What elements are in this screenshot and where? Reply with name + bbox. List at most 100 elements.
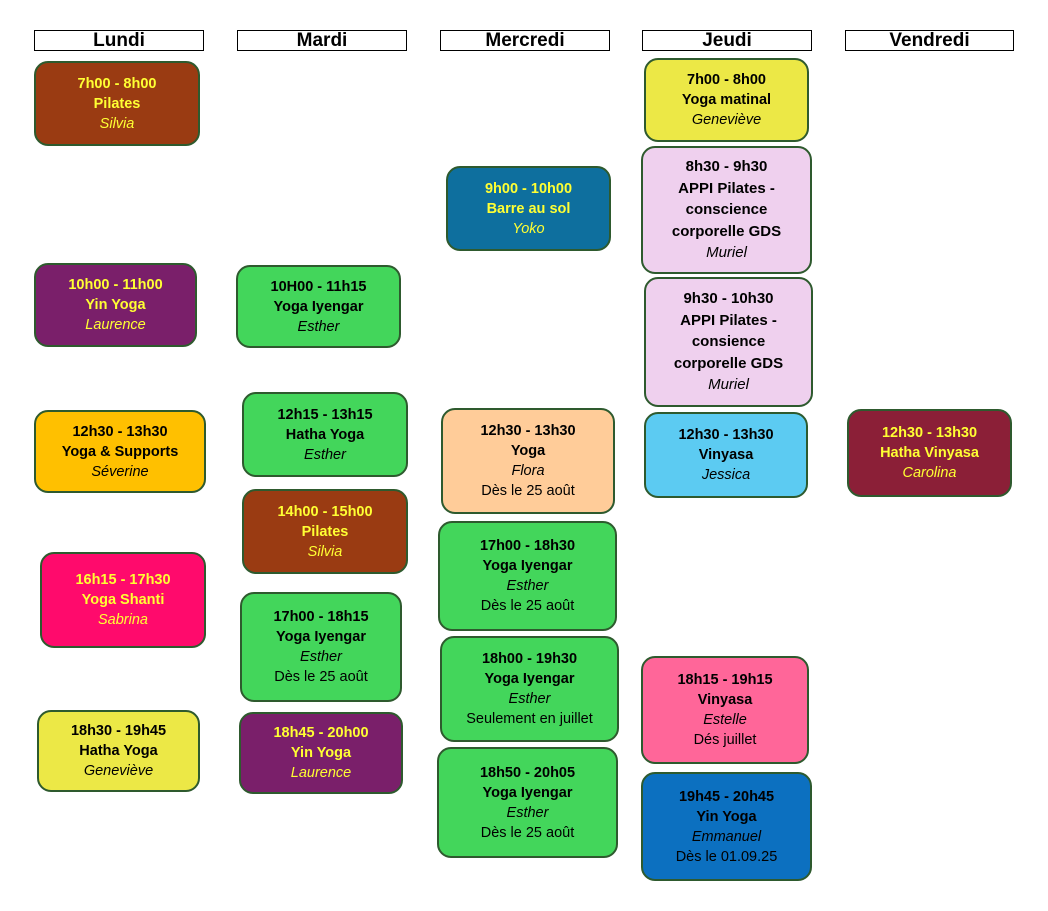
class-time: 12h30 - 13h30 bbox=[480, 423, 576, 439]
class-name: Yoga Iyengar bbox=[484, 671, 575, 687]
class-name: Yoga & Supports bbox=[61, 443, 179, 460]
class-teacher: Yoko bbox=[512, 220, 545, 237]
class-note: Dès le 01.09.25 bbox=[675, 848, 778, 865]
class-card-mercredi-yoga-iyengar-1[interactable]: 17h00 - 18h30 Yoga Iyengar Esther Dès le… bbox=[438, 521, 617, 631]
class-card-jeudi-appi-pilates-1[interactable]: 8h30 - 9h30 APPI Pilates - conscience co… bbox=[641, 146, 812, 274]
class-teacher: Carolina bbox=[902, 465, 957, 481]
class-name: Yoga Iyengar bbox=[482, 784, 573, 801]
class-card-mercredi-yoga-iyengar-2[interactable]: 18h00 - 19h30 Yoga Iyengar Esther Seulem… bbox=[440, 636, 619, 742]
class-note: Seulement en juillet bbox=[466, 711, 593, 727]
class-time: 8h30 - 9h30 bbox=[685, 158, 768, 176]
class-card-mercredi-yoga[interactable]: 12h30 - 13h30 Yoga Flora Dès le 25 août bbox=[441, 408, 615, 514]
class-teacher: Silvia bbox=[99, 115, 135, 132]
class-name-line: corporelle GDS bbox=[671, 222, 782, 240]
class-name: Pilates bbox=[93, 95, 141, 112]
class-teacher: Sabrina bbox=[98, 612, 148, 628]
class-time: 17h00 - 18h30 bbox=[479, 538, 576, 554]
class-card-lundi-yin-yoga[interactable]: 10h00 - 11h00 Yin Yoga Laurence bbox=[34, 263, 197, 347]
class-card-jeudi-vinyasa[interactable]: 12h30 - 13h30 Vinyasa Jessica bbox=[644, 412, 808, 498]
class-teacher: Flora bbox=[511, 463, 545, 479]
class-card-mardi-yoga-iyengar[interactable]: 10H00 - 11h15 Yoga Iyengar Esther bbox=[236, 265, 401, 348]
class-time: 12h30 - 13h30 bbox=[678, 427, 774, 443]
class-card-jeudi-appi-pilates-2[interactable]: 9h30 - 10h30 APPI Pilates - consience co… bbox=[644, 277, 813, 407]
class-time: 7h00 - 8h00 bbox=[687, 72, 766, 88]
class-teacher: Laurence bbox=[290, 765, 352, 781]
class-name: Yin Yoga bbox=[290, 745, 352, 761]
class-name: Yoga Shanti bbox=[81, 592, 165, 608]
class-card-lundi-pilates[interactable]: 7h00 - 8h00 Pilates Silvia bbox=[34, 61, 200, 146]
class-teacher: Esther bbox=[304, 446, 346, 463]
day-header-mercredi: Mercredi bbox=[440, 30, 610, 51]
class-time: 19h45 - 20h45 bbox=[678, 788, 775, 805]
class-time: 12h30 - 13h30 bbox=[881, 425, 978, 441]
class-name: Hatha Vinyasa bbox=[880, 445, 979, 461]
class-teacher: Geneviève bbox=[691, 112, 762, 128]
class-teacher: Esther bbox=[297, 318, 340, 335]
class-card-mardi-pilates[interactable]: 14h00 - 15h00 Pilates Silvia bbox=[242, 489, 408, 574]
class-time: 10H00 - 11h15 bbox=[270, 278, 367, 295]
class-name-line: conscience bbox=[685, 201, 768, 219]
class-time: 10h00 - 11h00 bbox=[68, 277, 163, 293]
class-card-vendredi-hatha-vinyasa[interactable]: 12h30 - 13h30 Hatha Vinyasa Carolina bbox=[847, 409, 1012, 497]
class-teacher: Esther bbox=[506, 804, 549, 821]
class-note: Dès le 25 août bbox=[480, 824, 575, 841]
class-card-mercredi-yoga-iyengar-3[interactable]: 18h50 - 20h05 Yoga Iyengar Esther Dès le… bbox=[437, 747, 618, 858]
class-name: Yin Yoga bbox=[696, 808, 757, 825]
class-name: Pilates bbox=[301, 523, 349, 540]
class-time: 14h00 - 15h00 bbox=[277, 503, 373, 520]
class-name: Barre au sol bbox=[486, 200, 571, 217]
class-teacher: Esther bbox=[508, 691, 551, 707]
class-card-mercredi-barre-au-sol[interactable]: 9h00 - 10h00 Barre au sol Yoko bbox=[446, 166, 611, 251]
class-teacher: Muriel bbox=[706, 244, 747, 262]
class-card-lundi-yoga-shanti[interactable]: 16h15 - 17h30 Yoga Shanti Sabrina bbox=[40, 552, 206, 648]
class-name: Vinyasa bbox=[698, 447, 754, 463]
class-name: Yoga Iyengar bbox=[276, 629, 366, 645]
class-name: Yoga Iyengar bbox=[482, 558, 573, 574]
class-time: 18h45 - 20h00 bbox=[273, 725, 369, 741]
class-name: Vinyasa bbox=[697, 692, 753, 708]
class-card-lundi-yoga-supports[interactable]: 12h30 - 13h30 Yoga & Supports Séverine bbox=[34, 410, 206, 493]
class-card-jeudi-vinyasa-evening[interactable]: 18h15 - 19h15 Vinyasa Estelle Dés juille… bbox=[641, 656, 809, 764]
class-name: Yin Yoga bbox=[85, 297, 146, 313]
class-time: 17h00 - 18h15 bbox=[273, 609, 369, 625]
day-header-jeudi: Jeudi bbox=[642, 30, 812, 51]
class-teacher: Jessica bbox=[701, 467, 751, 483]
class-time: 9h00 - 10h00 bbox=[484, 180, 573, 197]
class-card-lundi-hatha-yoga[interactable]: 18h30 - 19h45 Hatha Yoga Geneviève bbox=[37, 710, 200, 792]
class-name-line: APPI Pilates - bbox=[678, 179, 775, 197]
class-time: 12h30 - 13h30 bbox=[72, 423, 168, 440]
class-card-mardi-yin-yoga[interactable]: 18h45 - 20h00 Yin Yoga Laurence bbox=[239, 712, 403, 794]
class-note: Dès le 25 août bbox=[274, 669, 368, 685]
class-time: 18h30 - 19h45 bbox=[70, 723, 167, 739]
class-card-mardi-yoga-iyengar-evening[interactable]: 17h00 - 18h15 Yoga Iyengar Esther Dès le… bbox=[240, 592, 402, 702]
class-note: Dès le 25 août bbox=[480, 598, 575, 614]
class-time: 18h50 - 20h05 bbox=[479, 764, 576, 781]
class-teacher: Séverine bbox=[91, 463, 149, 480]
class-card-jeudi-yin-yoga[interactable]: 19h45 - 20h45 Yin Yoga Emmanuel Dès le 0… bbox=[641, 772, 812, 881]
class-card-mardi-hatha-yoga[interactable]: 12h15 - 13h15 Hatha Yoga Esther bbox=[242, 392, 408, 477]
class-time: 12h15 - 13h15 bbox=[277, 406, 373, 423]
class-name-line: consience bbox=[691, 333, 766, 351]
class-time: 7h00 - 8h00 bbox=[77, 75, 157, 92]
class-time: 18h15 - 19h15 bbox=[677, 672, 773, 688]
class-note: Dés juillet bbox=[693, 732, 757, 748]
class-teacher: Geneviève bbox=[83, 763, 154, 779]
class-teacher: Emmanuel bbox=[691, 828, 762, 845]
class-teacher: Esther bbox=[506, 578, 549, 594]
class-name: Hatha Yoga bbox=[79, 743, 158, 759]
class-time: 9h30 - 10h30 bbox=[683, 290, 774, 308]
class-name: Yoga bbox=[510, 443, 546, 459]
day-header-mardi: Mardi bbox=[237, 30, 407, 51]
class-teacher: Esther bbox=[300, 649, 342, 665]
class-teacher: Silvia bbox=[307, 543, 343, 560]
class-name-line: APPI Pilates - bbox=[680, 311, 777, 329]
class-teacher: Estelle bbox=[703, 712, 747, 728]
class-name: Hatha Yoga bbox=[285, 426, 365, 443]
day-header-lundi: Lundi bbox=[34, 30, 204, 51]
class-name-line: corporelle GDS bbox=[673, 354, 784, 372]
class-time: 18h00 - 19h30 bbox=[481, 651, 578, 667]
class-note: Dès le 25 août bbox=[481, 483, 575, 499]
class-teacher: Laurence bbox=[85, 317, 146, 333]
class-card-jeudi-yoga-matinal[interactable]: 7h00 - 8h00 Yoga matinal Geneviève bbox=[644, 58, 809, 142]
class-time: 16h15 - 17h30 bbox=[75, 572, 171, 588]
